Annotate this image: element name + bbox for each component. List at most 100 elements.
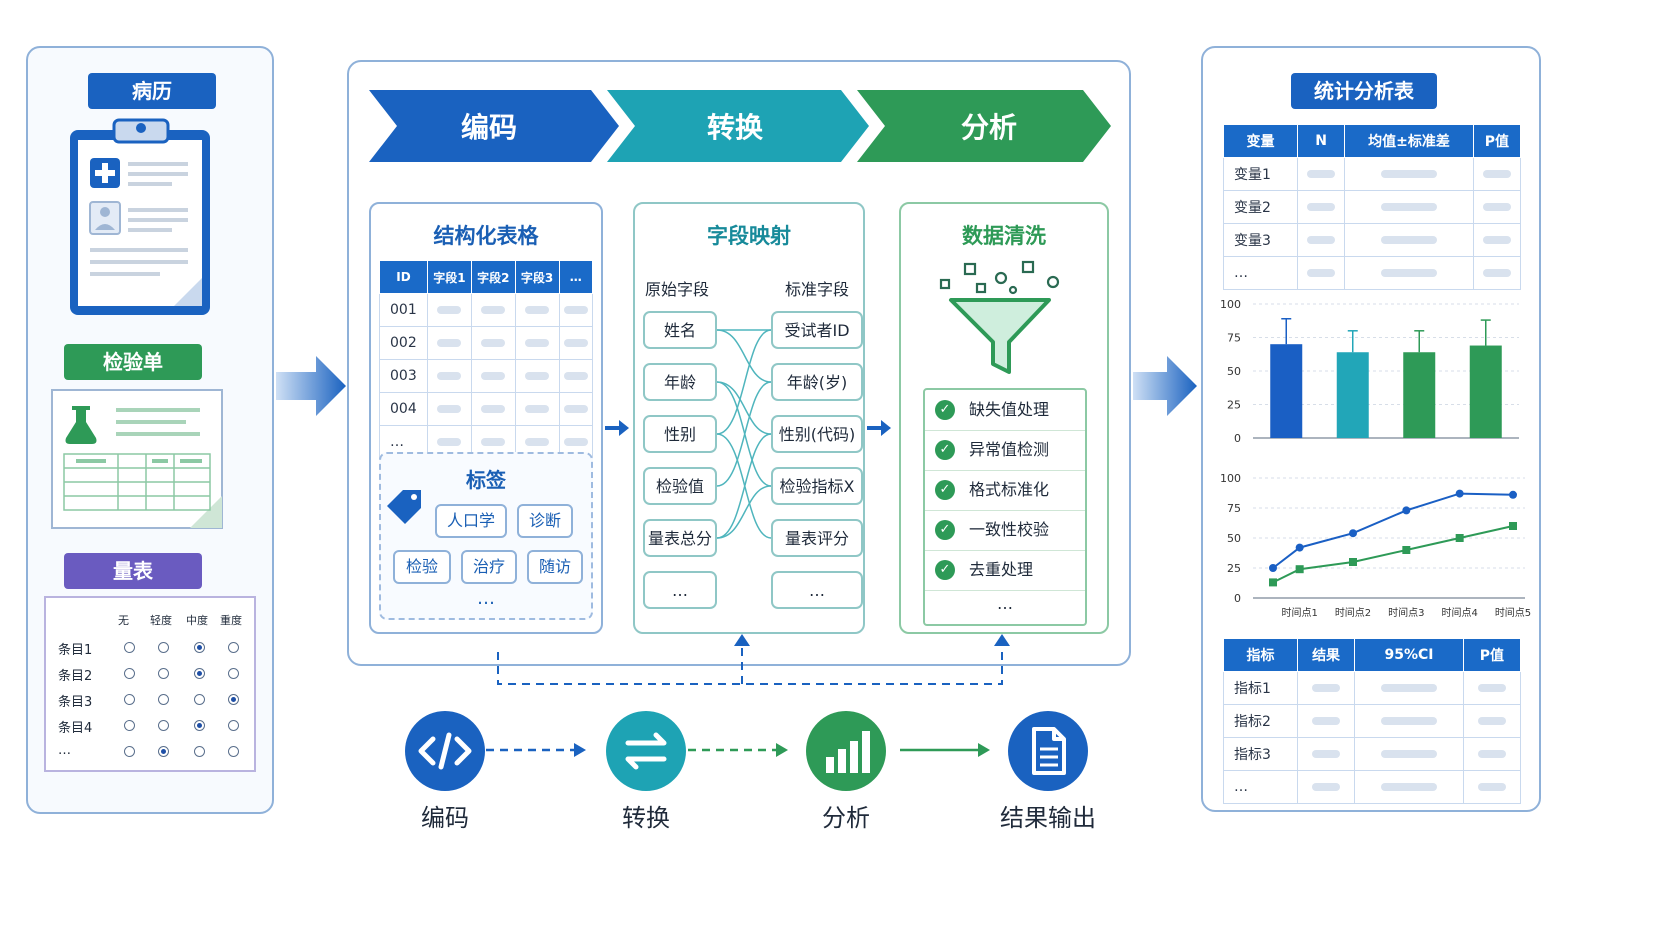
y-tick-label: 25 bbox=[1227, 562, 1241, 575]
scale-radio[interactable] bbox=[228, 642, 239, 653]
bar bbox=[1469, 345, 1502, 438]
placeholder-bar bbox=[1312, 783, 1341, 791]
scale-radio[interactable] bbox=[194, 668, 205, 679]
tags-box: 标签 人口学 诊断 检验 治疗 随访 … bbox=[379, 452, 593, 620]
placeholder-bar bbox=[1482, 236, 1511, 244]
col-header: 指标 bbox=[1223, 638, 1298, 672]
placeholder-bar bbox=[1380, 269, 1437, 277]
scale-radio[interactable] bbox=[158, 746, 169, 757]
arrow-right-icon bbox=[867, 420, 891, 436]
bar-chart-icon bbox=[826, 731, 870, 773]
row-label: 指标3 bbox=[1223, 737, 1298, 771]
row-label: … bbox=[1223, 770, 1298, 804]
placeholder-bar bbox=[481, 306, 506, 314]
scale-radio[interactable] bbox=[158, 720, 169, 731]
y-tick-label: 100 bbox=[1220, 472, 1241, 485]
scale-radio[interactable] bbox=[228, 720, 239, 731]
structured-col-header: 字段1 bbox=[427, 260, 472, 294]
scale-radio[interactable] bbox=[158, 642, 169, 653]
placeholder-bar bbox=[563, 306, 588, 314]
scale-radio[interactable] bbox=[194, 746, 205, 757]
placeholder-bar bbox=[481, 372, 506, 380]
row-label: 指标1 bbox=[1223, 671, 1298, 705]
structured-col-header: … bbox=[558, 260, 593, 294]
original-field: 姓名 bbox=[643, 311, 717, 349]
bar bbox=[1336, 352, 1369, 438]
step-output-label: 结果输出 bbox=[1000, 804, 1096, 832]
tag-followup: 随访 bbox=[527, 550, 583, 584]
placeholder-bar bbox=[1312, 717, 1341, 725]
tag-lab: 检验 bbox=[393, 550, 451, 584]
placeholder-bar bbox=[525, 372, 550, 380]
cleaning-item-label: 格式标准化 bbox=[969, 480, 1050, 499]
scale-radio[interactable] bbox=[158, 668, 169, 679]
series-line bbox=[1272, 525, 1514, 584]
scale-item-label: 条目3 bbox=[58, 695, 93, 710]
tag-diagnosis: 诊断 bbox=[517, 504, 573, 538]
scale-radio[interactable] bbox=[124, 642, 135, 653]
placeholder-bar bbox=[525, 339, 550, 347]
document-icon bbox=[1032, 727, 1066, 775]
data-point bbox=[1402, 506, 1411, 515]
scale-radio[interactable] bbox=[194, 642, 205, 653]
scale-radio[interactable] bbox=[158, 694, 169, 705]
feedback-loop bbox=[497, 634, 1010, 685]
col-header: 95%CI bbox=[1354, 638, 1464, 672]
col-header: P值 bbox=[1472, 124, 1522, 158]
placeholder-bar bbox=[563, 372, 588, 380]
cleaning-item: ✓异常值检测 bbox=[925, 430, 1085, 471]
y-tick-label: 75 bbox=[1227, 502, 1241, 515]
scale-header-moderate: 中度 bbox=[186, 614, 208, 627]
tag-icon bbox=[387, 490, 421, 524]
placeholder-bar bbox=[437, 339, 462, 347]
row-label: 变量1 bbox=[1223, 157, 1298, 191]
standard-field: 年龄(岁) bbox=[771, 363, 863, 401]
placeholder-bar bbox=[1380, 236, 1437, 244]
step-output-circle bbox=[1008, 711, 1088, 791]
standard-field: … bbox=[771, 571, 863, 609]
scale-radio[interactable] bbox=[228, 668, 239, 679]
scale-radio[interactable] bbox=[194, 720, 205, 731]
placeholder-bar bbox=[525, 405, 550, 413]
table-row: … bbox=[1223, 770, 1522, 804]
scale-radio[interactable] bbox=[124, 720, 135, 731]
medical-record-label: 病历 bbox=[88, 73, 216, 109]
data-point bbox=[1402, 546, 1411, 554]
placeholder-bar bbox=[1307, 203, 1336, 211]
code-icon bbox=[418, 732, 472, 770]
placeholder-bar bbox=[1312, 684, 1341, 692]
y-tick-label: 75 bbox=[1227, 332, 1241, 345]
table-row: … bbox=[1223, 256, 1522, 290]
table-row: 002 bbox=[378, 326, 593, 360]
scale-radio[interactable] bbox=[194, 694, 205, 705]
col-header: 变量 bbox=[1223, 124, 1298, 158]
standard-field: 量表评分 bbox=[771, 519, 863, 557]
check-icon: ✓ bbox=[935, 440, 955, 460]
dashed-arrow-icon bbox=[688, 743, 788, 757]
scale-item-label: 条目4 bbox=[58, 721, 93, 736]
placeholder-bar bbox=[1307, 236, 1336, 244]
scale-radio[interactable] bbox=[124, 746, 135, 757]
data-point bbox=[1295, 543, 1304, 552]
placeholder-bar bbox=[525, 438, 550, 446]
scale-radio[interactable] bbox=[124, 694, 135, 705]
stats-table-title: 统计分析表 bbox=[1291, 73, 1437, 109]
table-row: 004 bbox=[378, 392, 593, 426]
standard-field: 性别(代码) bbox=[771, 415, 863, 453]
table-row: 指标1 bbox=[1223, 671, 1522, 705]
cleaning-list: ✓缺失值处理✓异常值检测✓格式标准化✓一致性校验✓去重处理 … bbox=[923, 388, 1087, 626]
scale-radio[interactable] bbox=[228, 746, 239, 757]
standard-field: 检验指标X bbox=[771, 467, 863, 505]
scale-radio[interactable] bbox=[124, 668, 135, 679]
structured-col-header: 字段2 bbox=[470, 260, 516, 294]
placeholder-bar bbox=[437, 306, 462, 314]
tags-more: … bbox=[477, 588, 495, 609]
scale-radio[interactable] bbox=[228, 694, 239, 705]
placeholder-bar bbox=[437, 372, 462, 380]
y-tick-label: 25 bbox=[1227, 399, 1241, 412]
